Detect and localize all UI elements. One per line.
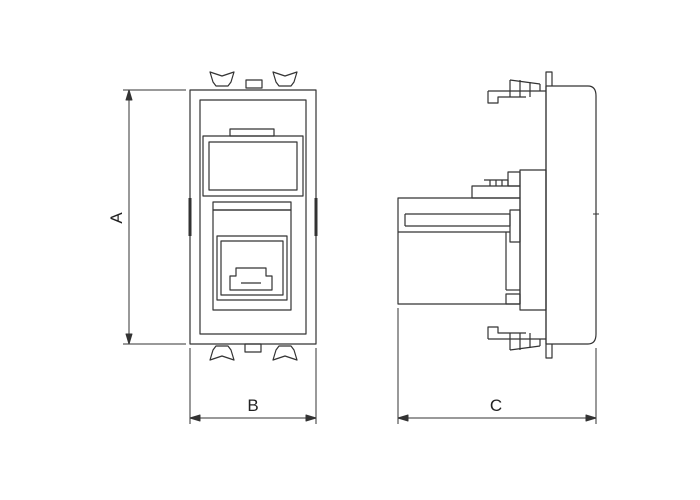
dimension-a [123,89,186,345]
side-housing [519,169,547,311]
front-view [188,71,318,361]
front-frame-outer [189,89,317,345]
dimension-b [189,348,317,424]
dimension-b-label: B [247,396,258,415]
side-view [397,71,599,359]
front-blank-insert [202,128,304,197]
rj45-port-icon [229,267,273,291]
side-top-latch [487,71,553,104]
rj45-keystone [212,201,292,311]
front-top-clips [209,71,298,89]
dimension-a-label: A [107,212,126,224]
front-frame-inner [199,99,307,335]
side-jack-module [397,197,521,305]
front-bottom-clips [209,343,298,361]
dimension-c-label: C [490,396,502,415]
dimension-c [397,308,597,424]
side-front-plate [545,85,597,345]
side-bottom-latch [487,326,553,359]
